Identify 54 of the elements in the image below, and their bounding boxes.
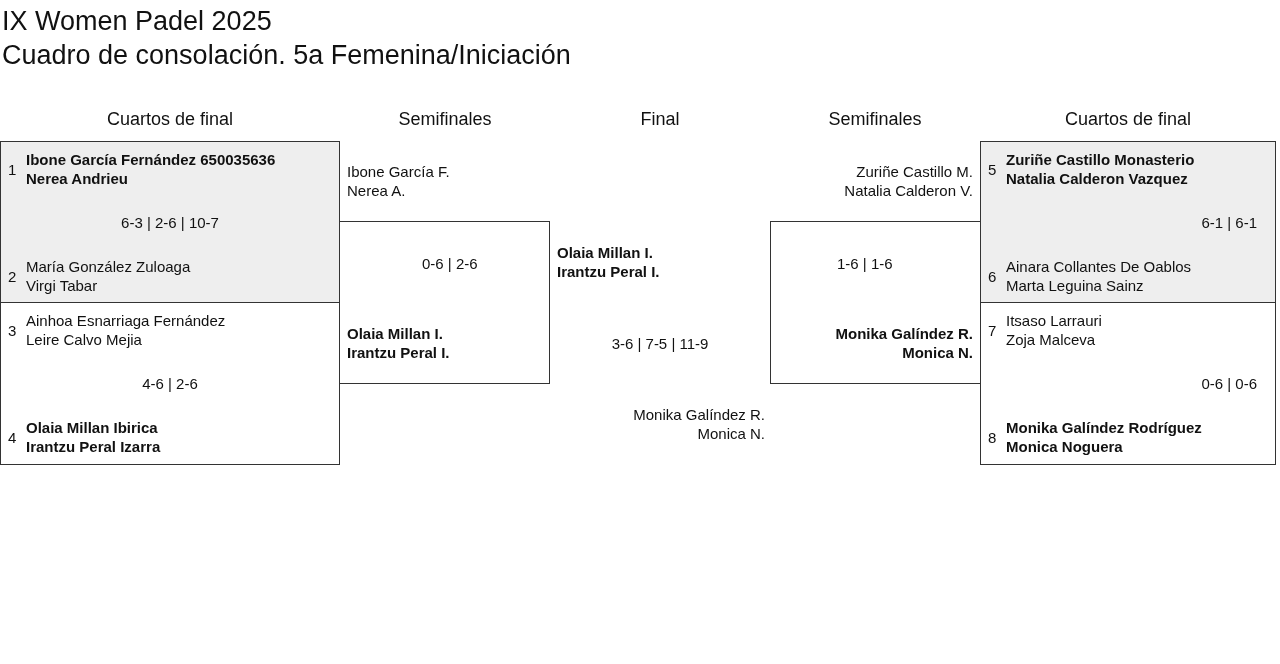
player-name: Olaia Millan I. [557,243,653,262]
player-name: Ibone García F. [347,162,450,181]
seed-number: 3 [8,321,17,340]
player-name: Nerea Andrieu [26,169,128,188]
player-name: Olaia Millan Ibirica [26,418,158,437]
player-name: Monica N. [697,424,765,443]
player-name: Monica N. [902,343,973,362]
player-name: Irantzu Peral I. [347,343,450,362]
player-name: Olaia Millan I. [347,324,443,343]
column-heading: Cuartos de final [105,109,235,130]
player-name: Nerea A. [347,181,406,200]
column-heading: Semifinales [827,109,923,130]
seed-number: 4 [8,428,17,447]
match-score: 6-1 | 6-1 [1201,213,1257,232]
match-box [980,302,1276,465]
seed-number: 5 [988,160,997,179]
player-name: Irantzu Peral Izarra [26,437,161,456]
match-score: 4-6 | 2-6 [141,374,199,393]
player-name: Monica Noguera [1006,437,1123,456]
seed-number: 7 [988,321,997,340]
player-name: Ainhoa Esnarriaga Fernández [26,311,226,330]
player-name: Zoja Malceva [1006,330,1096,349]
player-name: Ainara Collantes De Oablos [1006,257,1192,276]
match-score: 1-6 | 1-6 [837,254,893,273]
match-score: 0-6 | 0-6 [1201,374,1257,393]
player-name: Itsaso Larrauri [1006,311,1102,330]
page-title: IX Women Padel 2025 [2,6,272,37]
player-name: María González Zuloaga [26,257,191,276]
player-name: Zuriñe Castillo Monasterio [1006,150,1195,169]
player-name: Monika Galíndez Rodríguez [1006,418,1202,437]
seed-number: 2 [8,267,17,286]
column-heading: Semifinales [397,109,493,130]
player-name: Irantzu Peral I. [557,262,660,281]
player-name: Leire Calvo Mejia [26,330,142,349]
page-subtitle: Cuadro de consolación. 5a Femenina/Iniciación [2,40,571,71]
player-name: Ibone García Fernández 650035636 [26,150,276,169]
player-name: Natalia Calderon V. [844,181,973,200]
player-name: Natalia Calderon Vazquez [1006,169,1188,188]
match-score: 0-6 | 2-6 [422,254,478,273]
match-box [0,302,340,465]
match-score: 3-6 | 7-5 | 11-9 [610,334,710,353]
match-box [0,141,340,304]
seed-number: 6 [988,267,997,286]
match-box [980,141,1276,304]
seed-number: 1 [8,160,17,179]
match-score: 6-3 | 2-6 | 10-7 [120,213,220,232]
seed-number: 8 [988,428,997,447]
player-name: Monika Galíndez R. [835,324,973,343]
player-name: Monika Galíndez R. [633,405,765,424]
column-heading: Cuartos de final [1063,109,1193,130]
player-name: Marta Leguina Sainz [1006,276,1144,295]
column-heading: Final [639,109,681,130]
player-name: Virgi Tabar [26,276,98,295]
player-name: Zuriñe Castillo M. [856,162,973,181]
